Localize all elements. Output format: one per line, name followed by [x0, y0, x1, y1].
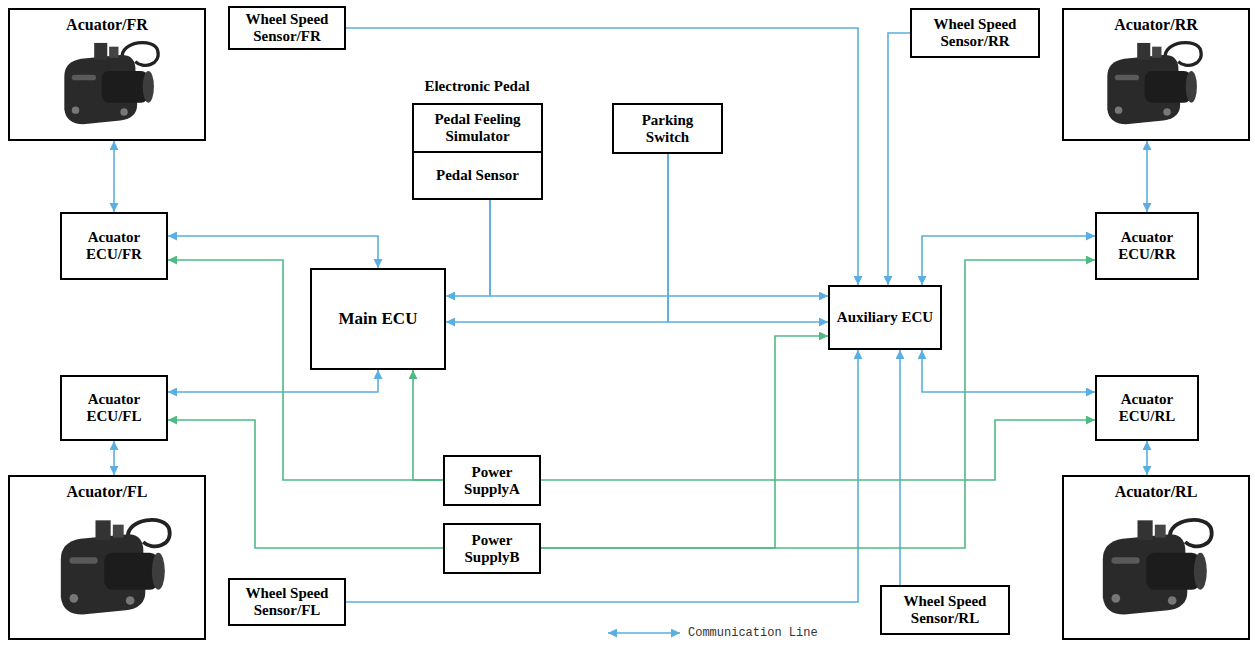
power-supply-box: Power SupplyA [443, 455, 541, 506]
communication-line [168, 236, 378, 268]
actuator-box: Acuator/FL [8, 475, 206, 640]
ecu-box: Auxiliary ECU [828, 285, 942, 350]
power-line [541, 420, 1095, 480]
communication-line [168, 370, 378, 392]
communication-line [346, 350, 858, 602]
communication-line [888, 33, 910, 285]
box-label: Wheel Speed Sensor/RL [888, 593, 1002, 627]
legend: Communication Line [606, 626, 818, 640]
actuator-box: Acuator/RR [1062, 8, 1250, 141]
pedal-group: Electronic PedalPedal Feeling SimulatorP… [404, 78, 550, 202]
power-line [168, 260, 443, 480]
box-label: Power SupplyB [451, 532, 533, 566]
box-label: Power SupplyA [451, 464, 533, 498]
communication-line [1146, 441, 1148, 475]
communication-line [113, 441, 115, 475]
actuator-box: Acuator/RL [1062, 475, 1250, 640]
legend-text: Communication Line [688, 626, 818, 640]
legend-entry: Communication Line [606, 626, 818, 640]
sensor-box: Pedal Sensor [412, 151, 543, 200]
caliper-picture [61, 520, 170, 615]
box-label: Wheel Speed Sensor/FL [236, 585, 338, 619]
box-label: Acuator ECU/RR [1103, 229, 1191, 263]
group-heading: Electronic Pedal [404, 78, 550, 95]
communication-line [346, 28, 858, 285]
power-supply-box: Power SupplyB [443, 523, 541, 574]
box-label: Parking Switch [620, 112, 715, 146]
box-label: Acuator/RL [1115, 483, 1198, 501]
legend-sample [606, 627, 682, 639]
box-label: Acuator ECU/FL [68, 391, 160, 425]
actuator-box: Acuator/FR [8, 8, 206, 141]
communication-line [490, 200, 828, 296]
sensor-box: Wheel Speed Sensor/RR [910, 8, 1040, 58]
communication-line [113, 141, 115, 212]
sensor-box: Wheel Speed Sensor/FR [228, 6, 346, 50]
communication-line [1146, 141, 1148, 212]
box-label: Acuator/RR [1114, 16, 1198, 34]
communication-line [446, 200, 490, 296]
power-line [541, 336, 828, 548]
box-label: Wheel Speed Sensor/RR [918, 16, 1032, 50]
box-label: Pedal Sensor [436, 167, 519, 184]
ecu-box: Acuator ECU/FL [60, 375, 168, 441]
box-label: Acuator ECU/FR [68, 229, 160, 263]
switch-box: Parking Switch [612, 103, 723, 154]
communication-line [899, 350, 901, 585]
box-label: Acuator/FL [67, 483, 148, 501]
power-line [541, 260, 1095, 548]
caliper-picture [1103, 520, 1212, 615]
simulator-box: Pedal Feeling Simulator [412, 103, 543, 153]
caliper-picture [1107, 43, 1201, 125]
caliper-picture [64, 43, 158, 125]
box-label: Acuator ECU/RL [1103, 391, 1191, 425]
box-label: Auxiliary ECU [837, 309, 933, 326]
ecu-box: Main ECU [310, 268, 446, 370]
ecu-box: Acuator ECU/RL [1095, 375, 1199, 441]
communication-line [668, 154, 828, 322]
sensor-box: Wheel Speed Sensor/RL [880, 585, 1010, 635]
ecu-box: Acuator ECU/FR [60, 212, 168, 280]
box-label: Main ECU [339, 309, 418, 328]
power-line [168, 420, 443, 548]
sensor-box: Wheel Speed Sensor/FL [228, 578, 346, 626]
box-label: Acuator/FR [66, 16, 148, 34]
box-label: Wheel Speed Sensor/FR [236, 11, 338, 45]
ecu-box: Acuator ECU/RR [1095, 212, 1199, 280]
box-label: Pedal Feeling Simulator [420, 111, 535, 145]
power-line [413, 370, 443, 480]
legend-line [608, 632, 680, 634]
communication-line [922, 350, 1095, 392]
